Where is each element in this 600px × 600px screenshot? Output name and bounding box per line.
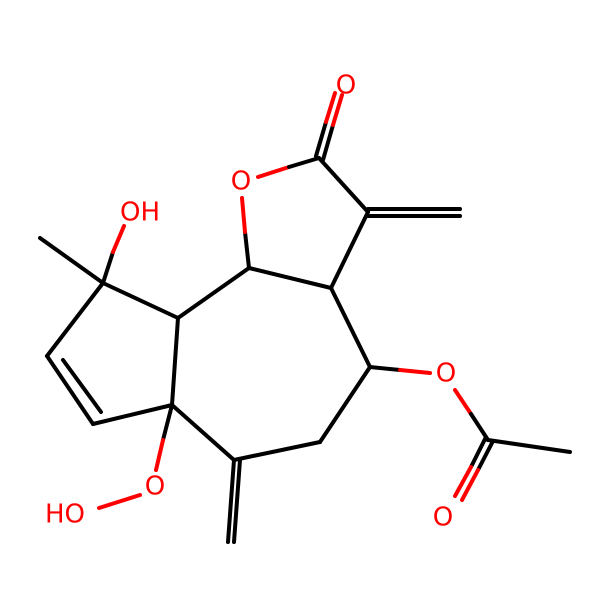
bond-c3-c3a (329, 286, 372, 369)
bond-c6-c5a (91, 403, 174, 426)
bond-methyl (38, 236, 105, 285)
bond-c8-oh-red (111, 224, 126, 254)
bond-c5a-oo (161, 403, 174, 442)
bond-c9-o1 (243, 230, 251, 270)
bond-c3-oac-red (398, 368, 432, 375)
bond-acetyl-co-1-red (453, 465, 473, 498)
bond-c2-o-2-red (331, 93, 344, 127)
bond-c2-o-1-red (324, 91, 337, 124)
atom-ring-oxygen: O (231, 167, 251, 197)
bond-c8-c8a (101, 281, 180, 320)
heteroatom-bonds (97, 91, 495, 510)
atom-peroxide-oxygen: O (145, 472, 165, 502)
atom-carbonyl-oxygen: O (336, 71, 356, 101)
atom-hydroxyl: OH (120, 198, 160, 228)
bond-c8-oh (101, 250, 115, 285)
bond-acetyl-co-2-red (460, 468, 480, 502)
bond-o1-c2-red (256, 165, 291, 179)
bond-c2-o-2 (321, 123, 335, 162)
bond-o1-c2 (287, 156, 321, 169)
atom-labels: O O OH O O O HO (45, 71, 456, 533)
atom-acetyl-oxygen: O (433, 503, 453, 533)
bond-exo-methylene-1 (226, 458, 236, 544)
bond-o-o-red (97, 493, 142, 510)
bond-alkene-2 (61, 358, 103, 414)
bond-c8a-c9 (176, 266, 251, 320)
bond-c3a-c9 (247, 266, 333, 290)
bond-c5-c4 (232, 440, 322, 462)
bond-c5a-c8a (170, 316, 180, 407)
bond-alkene-1 (45, 354, 95, 426)
bond-acetyl-co-1 (469, 435, 488, 469)
bond-exo-methylene-2 (232, 458, 242, 544)
bond-c9-o1-red (240, 196, 247, 234)
bond-c4-c3 (318, 365, 372, 444)
skeleton-bonds (38, 156, 572, 544)
atom-ester-oxygen: O (436, 359, 456, 389)
bond-acetyl-methyl (486, 438, 572, 454)
bond-c2-o-1 (314, 120, 328, 158)
bond-c5a-oo-red (154, 438, 165, 472)
bond-c5a-c5 (170, 403, 236, 462)
bond-c8-c7 (45, 281, 105, 358)
bond-acetyl-co-2 (476, 439, 495, 472)
bond-oac-c-red (453, 388, 473, 416)
bond-c3b-c2 (317, 156, 370, 214)
bond-c3a-c3b (329, 210, 370, 290)
atom-hydroperoxy: HO (45, 500, 85, 530)
bond-c3-oac (368, 365, 402, 372)
